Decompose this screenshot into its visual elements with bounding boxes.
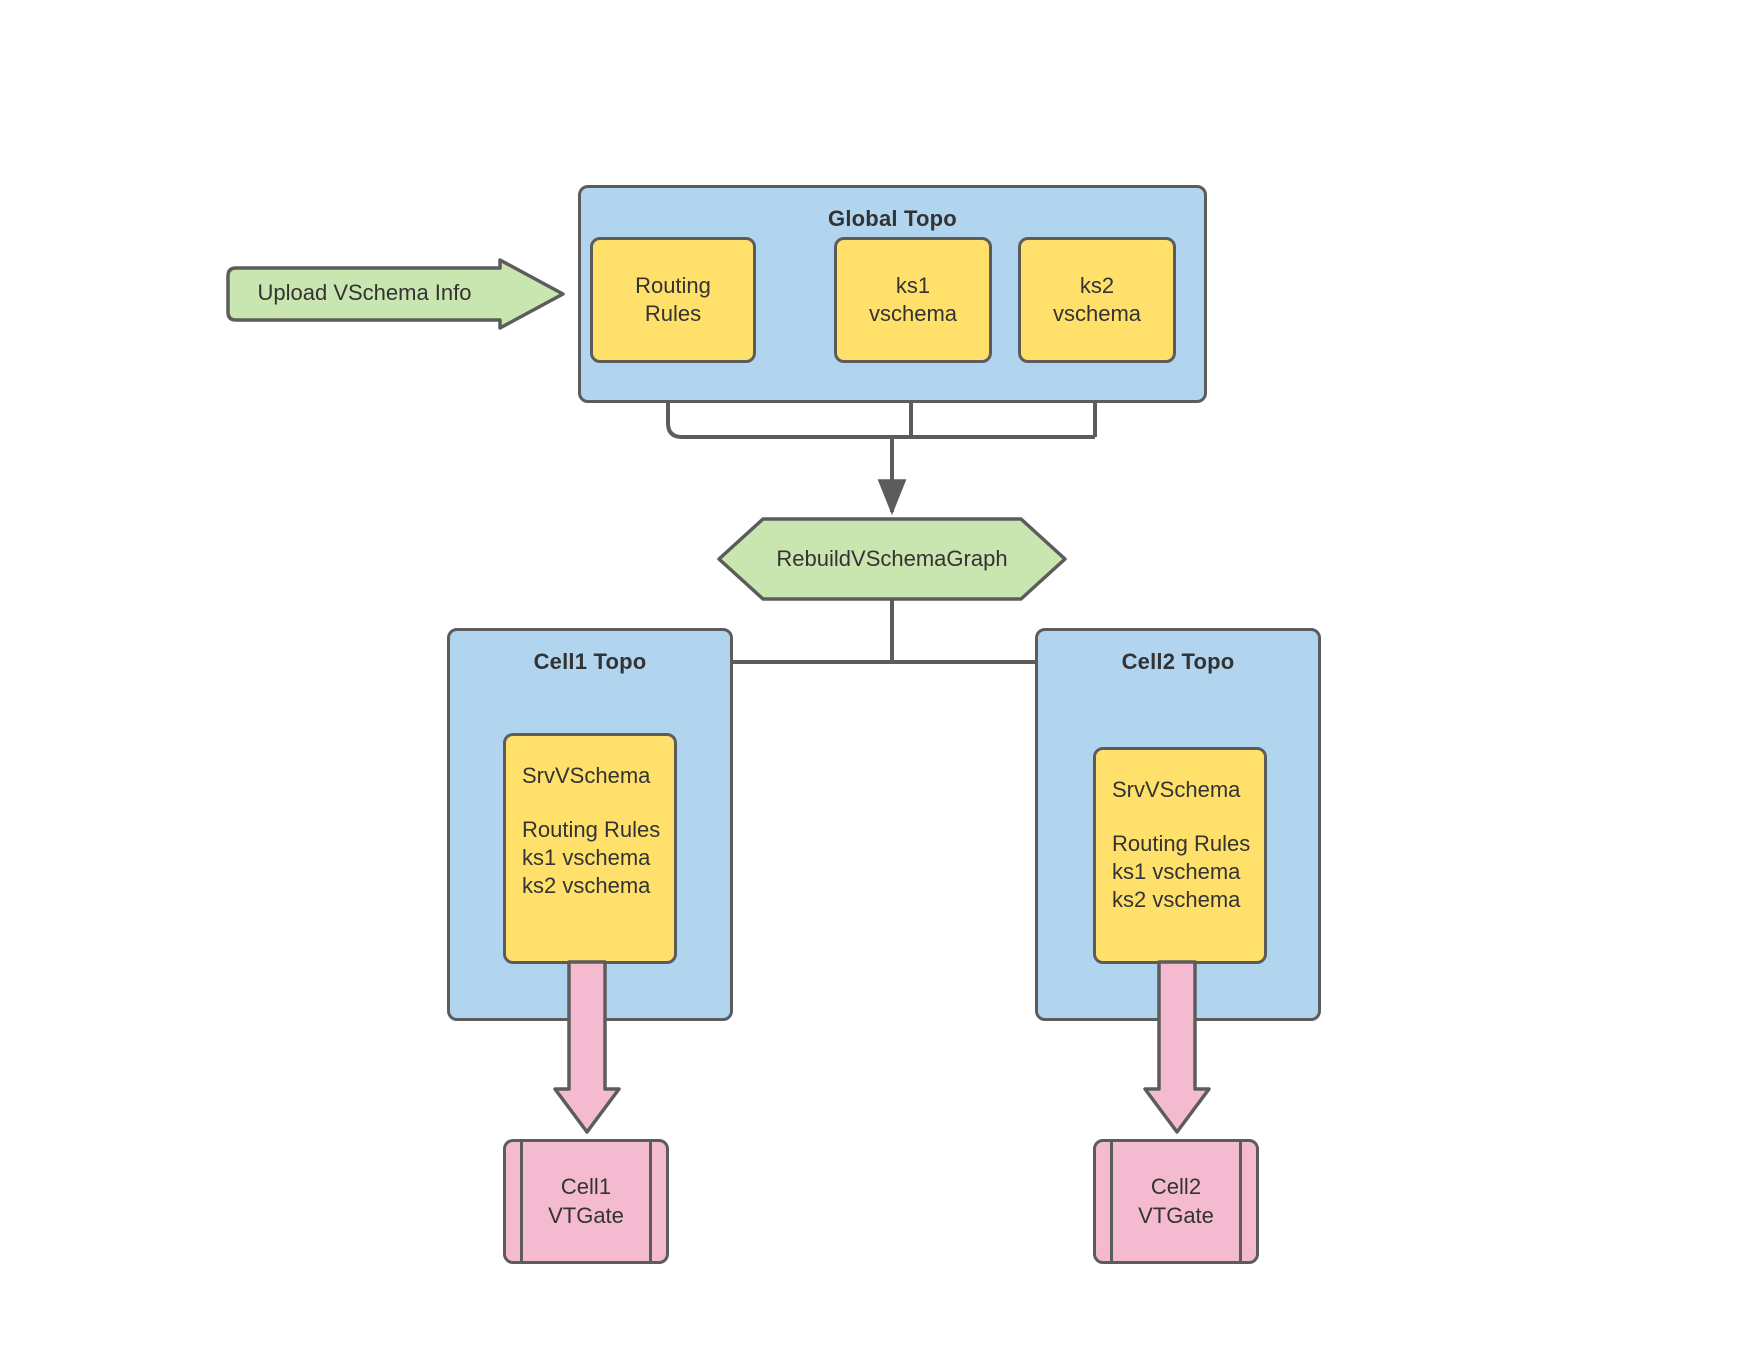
global-box-ks2-vschema[interactable]: ks2 vschema — [1018, 237, 1176, 363]
cell2-srvvschema-heading: SrvVSchema — [1112, 777, 1241, 802]
cell1-pink-arrow-shape — [553, 960, 621, 1134]
cell1-srvvschema-heading: SrvVSchema — [522, 763, 651, 788]
cell2-srv-to-vtgate-arrow — [1141, 960, 1213, 1135]
cell1-srvvschema-spacer — [522, 790, 674, 816]
global-box-routing-rules-line1: Routing — [635, 272, 711, 298]
rebuild-vschema-graph-node[interactable]: RebuildVSchemaGraph — [716, 516, 1068, 602]
rebuild-vschema-graph-label: RebuildVSchemaGraph — [776, 546, 1008, 571]
cell1-vtgate-line1: Cell1 — [560, 1173, 612, 1199]
upload-arrow-label: Upload VSchema Info — [257, 280, 472, 305]
upload-vschema-arrow: Upload VSchema Info — [222, 258, 567, 330]
global-box-ks2-line2: vschema — [1052, 301, 1142, 326]
cell2-topo-title: Cell2 Topo — [1121, 649, 1235, 674]
cell2-vtgate-line1: Cell2 — [1150, 1173, 1202, 1199]
cell2-pink-arrow-shape — [1143, 960, 1211, 1134]
global-box-ks1-line2: vschema — [868, 301, 958, 326]
cell1-srv-to-vtgate-arrow — [551, 960, 623, 1135]
global-box-ks1-line1: ks1 — [895, 272, 931, 298]
global-topo-title: Global Topo — [828, 206, 957, 231]
cell2-srvvschema-spacer — [1112, 804, 1264, 830]
cell2-vtgate-node[interactable]: Cell2 VTGate — [1093, 1139, 1259, 1264]
cell1-srvvschema-line-1: ks1 vschema — [522, 845, 651, 871]
rebuild-hexagon-shape — [717, 517, 1067, 601]
cell1-srvvschema-line-2: ks2 vschema — [522, 873, 651, 899]
cell1-srvvschema-box[interactable]: SrvVSchema Routing Rules ks1 vschema ks2… — [503, 733, 677, 964]
cell1-srvvschema-line-0: Routing Rules — [522, 817, 661, 843]
cell2-srvvschema-box[interactable]: SrvVSchema Routing Rules ks1 vschema ks2… — [1093, 747, 1267, 964]
cell1-vtgate-node[interactable]: Cell1 VTGate — [503, 1139, 669, 1264]
upload-arrow-shape — [226, 258, 565, 330]
global-box-ks1-vschema[interactable]: ks1 vschema — [834, 237, 992, 363]
cell2-vtgate-line2: VTGate — [1138, 1202, 1214, 1228]
global-box-routing-rules[interactable]: Routing Rules — [590, 237, 756, 363]
cell1-vtgate-line2: VTGate — [548, 1202, 624, 1228]
cell2-srvvschema-line-2: ks2 vschema — [1112, 887, 1241, 913]
cell2-srvvschema-line-0: Routing Rules — [1112, 831, 1251, 857]
global-box-ks2-line1: ks2 — [1079, 272, 1115, 298]
cell2-srvvschema-line-1: ks1 vschema — [1112, 859, 1241, 885]
cell1-topo-title: Cell1 Topo — [533, 649, 647, 674]
global-box-routing-rules-line2: Rules — [644, 301, 702, 326]
